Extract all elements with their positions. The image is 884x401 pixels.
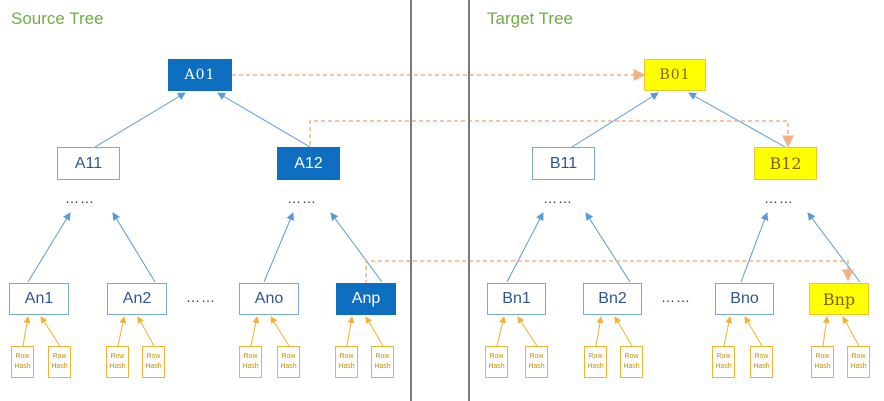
row-hash-label: Row xyxy=(375,353,390,360)
target-mid-node-b12[interactable]: B12 xyxy=(754,147,817,180)
row-hash-label: Row xyxy=(588,353,603,360)
row-hash-label: Row xyxy=(52,353,67,360)
row-hash-label: Row xyxy=(529,353,544,360)
target-root-node[interactable]: B01 xyxy=(644,59,706,91)
row-hash-label: Hash xyxy=(528,363,545,370)
row-hash-label: Hash xyxy=(715,363,732,370)
source-leaf-anp[interactable]: Anp xyxy=(336,283,396,315)
row-hash-label: Row xyxy=(754,353,769,360)
source-leaf-an2[interactable]: An2 xyxy=(107,283,167,315)
source-leaf-ellipsis: …… xyxy=(186,289,216,305)
row-hash-label: Row xyxy=(146,353,161,360)
row-hash-label: Row xyxy=(489,353,504,360)
target-leaf-bn1[interactable]: Bn1 xyxy=(487,283,546,315)
row-hash-label: Row xyxy=(281,353,296,360)
row-hash-label: Row xyxy=(815,353,830,360)
target-leaf-bn2[interactable]: Bn2 xyxy=(583,283,642,315)
row-hash-label: Hash xyxy=(145,363,162,370)
row-hash-label: Hash xyxy=(753,363,770,370)
row-hash-label: Row xyxy=(851,353,866,360)
source-tree-title: Source Tree xyxy=(11,9,104,28)
row-hash-label: Hash xyxy=(587,363,604,370)
row-hash-label: Row xyxy=(110,353,125,360)
source-mid-node-a12[interactable]: A12 xyxy=(277,147,340,180)
target-ellipsis-left: …… xyxy=(543,190,573,206)
row-hash-label: Row xyxy=(15,353,30,360)
row-hash-label: Hash xyxy=(488,363,505,370)
row-hash-label: Hash xyxy=(814,363,831,370)
target-tree-title: Target Tree xyxy=(487,9,573,28)
divider-left xyxy=(410,0,412,401)
target-leaf-ellipsis: …… xyxy=(661,289,691,305)
source-mid-node-a11[interactable]: A11 xyxy=(57,147,120,180)
row-hash-label: Row xyxy=(624,353,639,360)
row-hash-label: Hash xyxy=(280,363,297,370)
row-hash-label: Hash xyxy=(242,363,259,370)
target-leaf-bnp[interactable]: Bnp xyxy=(809,283,869,315)
source-leaf-an1[interactable]: An1 xyxy=(9,283,69,315)
row-hash-label: Row xyxy=(716,353,731,360)
row-hash-label: Hash xyxy=(374,363,391,370)
target-mid-node-b11[interactable]: B11 xyxy=(532,147,595,180)
row-hash-label: Hash xyxy=(850,363,867,370)
row-hash-label: Hash xyxy=(338,363,355,370)
source-ellipsis-left: …… xyxy=(65,190,95,206)
target-leaf-bno[interactable]: Bno xyxy=(715,283,774,315)
row-hash-label: Hash xyxy=(623,363,640,370)
source-root-node[interactable]: A01 xyxy=(168,59,232,91)
row-hash-label: Hash xyxy=(51,363,68,370)
row-hash-label: Row xyxy=(243,353,258,360)
target-ellipsis-right: …… xyxy=(764,190,794,206)
row-hash-label: Hash xyxy=(109,363,126,370)
row-hash-label: Hash xyxy=(14,363,31,370)
source-leaf-ano[interactable]: Ano xyxy=(239,283,299,315)
row-hash-label: Row xyxy=(339,353,354,360)
source-ellipsis-right: …… xyxy=(287,190,317,206)
divider-right xyxy=(468,0,470,401)
